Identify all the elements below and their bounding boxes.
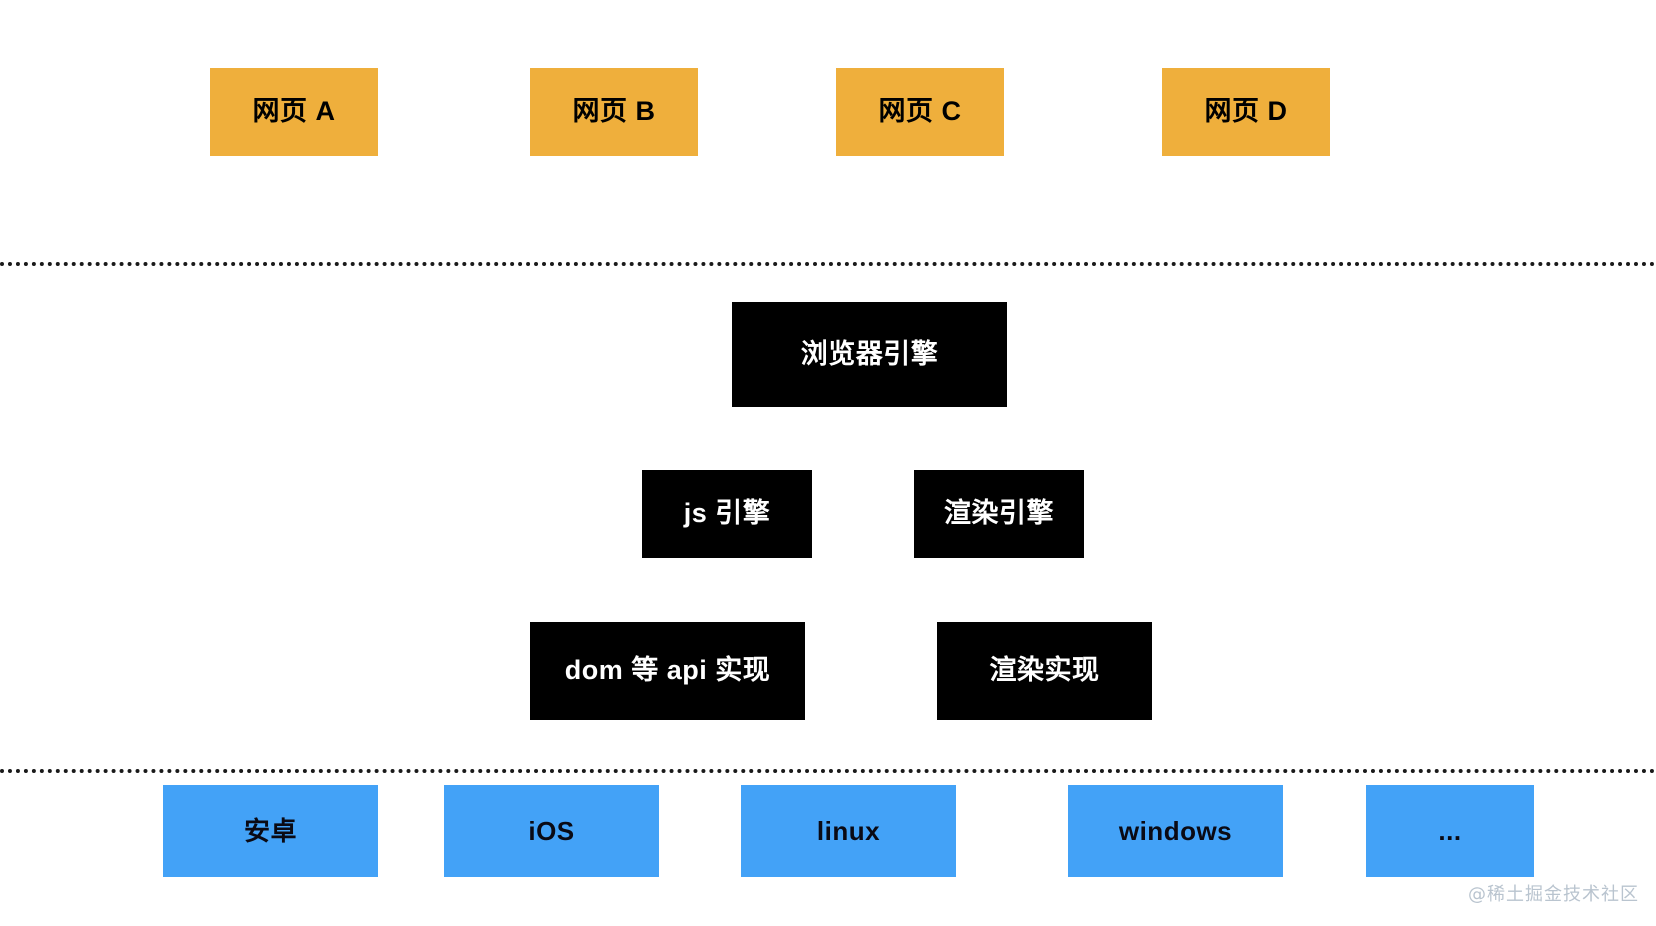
node-render-impl[interactable]: 渲染实现 bbox=[937, 622, 1152, 720]
node-page-d[interactable]: 网页 D bbox=[1162, 68, 1330, 156]
node-os-windows[interactable]: windows bbox=[1068, 785, 1283, 877]
divider-pages-engine bbox=[0, 262, 1656, 266]
node-page-a[interactable]: 网页 A bbox=[210, 68, 378, 156]
node-render-engine[interactable]: 渲染引擎 bbox=[914, 470, 1084, 558]
node-os-ios[interactable]: iOS bbox=[444, 785, 659, 877]
watermark: @稀土掘金技术社区 bbox=[1468, 884, 1639, 905]
node-js-engine[interactable]: js 引擎 bbox=[642, 470, 812, 558]
node-os-linux[interactable]: linux bbox=[741, 785, 956, 877]
node-page-c[interactable]: 网页 C bbox=[836, 68, 1004, 156]
node-dom-api-impl[interactable]: dom 等 api 实现 bbox=[530, 622, 805, 720]
node-browser-engine[interactable]: 浏览器引擎 bbox=[732, 302, 1007, 407]
node-os-more[interactable]: ... bbox=[1366, 785, 1534, 877]
divider-engine-os bbox=[0, 769, 1656, 773]
node-page-b[interactable]: 网页 B bbox=[530, 68, 698, 156]
node-os-android[interactable]: 安卓 bbox=[163, 785, 378, 877]
